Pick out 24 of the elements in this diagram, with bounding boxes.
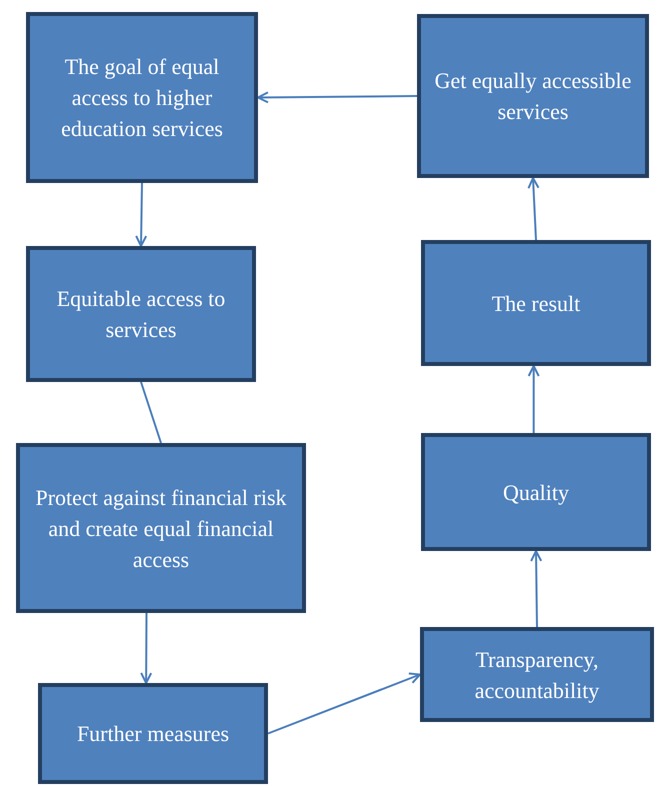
arrow — [140, 613, 152, 684]
process-box — [421, 240, 651, 366]
process-box — [421, 433, 651, 551]
box-text: Protect against financial risk and create equal financial access — [34, 484, 288, 574]
process-box — [38, 683, 268, 784]
process-box — [420, 627, 654, 722]
box-text: Transparency, accountability — [474, 646, 600, 705]
arrow — [257, 91, 417, 104]
box-text: The goal of equal access to higher education services — [60, 53, 224, 143]
arrow — [528, 365, 540, 433]
process-box — [16, 443, 306, 613]
box-text: Get equally accessible services — [434, 67, 632, 126]
process-box — [26, 246, 256, 382]
process-box — [26, 12, 258, 183]
box-text: Equitable access to services — [56, 285, 226, 344]
arrow — [135, 182, 148, 247]
box-text: Quality — [503, 478, 569, 507]
arrow — [528, 177, 540, 240]
connector-line — [140, 382, 162, 444]
arrow — [530, 550, 542, 628]
arrow — [268, 672, 421, 734]
box-text: Further measures — [76, 720, 230, 748]
process-box — [417, 14, 649, 178]
box-text: The result — [492, 290, 580, 318]
